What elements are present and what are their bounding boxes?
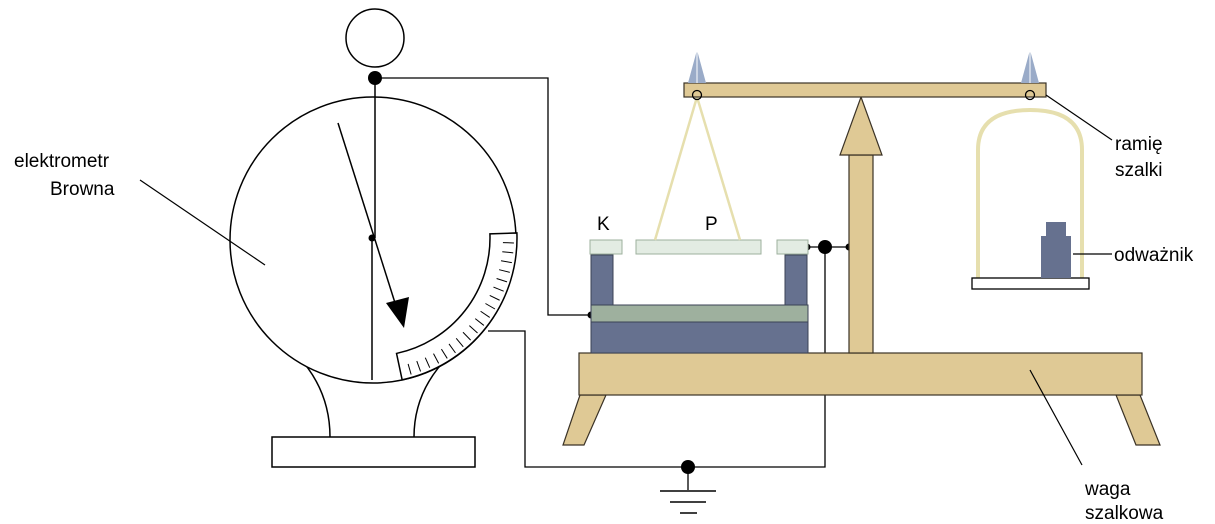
scale-tick — [448, 343, 456, 354]
electrometer-top-ball — [345, 8, 405, 68]
scale-tick — [469, 325, 478, 334]
label-beam-1: ramię — [1115, 134, 1163, 155]
needle-pivot — [368, 234, 376, 242]
scale-tick — [433, 353, 440, 364]
electrometer — [229, 8, 518, 468]
scale-tick — [407, 363, 412, 375]
weight — [1041, 222, 1071, 278]
electrometer-needle — [337, 122, 397, 307]
label-plate-p: P — [705, 214, 718, 235]
label-electrometer-2: Browna — [50, 179, 115, 200]
weight-pan — [971, 277, 1090, 290]
capacitor-assembly — [589, 239, 809, 354]
scale-tick — [498, 269, 510, 273]
scale-tick — [474, 318, 485, 326]
scale-tick — [493, 286, 504, 292]
beam-pointers — [688, 50, 1039, 83]
guard-ring-left — [589, 239, 623, 255]
scale-tick — [440, 348, 448, 359]
label-plate-k: K — [597, 214, 610, 235]
scale-tick — [455, 338, 464, 348]
scale-tick — [480, 310, 491, 318]
label-weight: odważnik — [1114, 245, 1194, 266]
scale-tick — [424, 357, 431, 368]
scale-tick — [489, 294, 500, 301]
scale-tick — [500, 260, 512, 264]
left-pillar — [590, 254, 614, 306]
electrometer-scale — [395, 232, 518, 381]
balance-post — [839, 95, 883, 354]
wire-node — [818, 240, 832, 254]
table-leg-left — [562, 394, 607, 446]
scale-tick — [502, 251, 514, 254]
label-balance-2: szalkowa — [1085, 503, 1164, 524]
ground-symbol — [660, 490, 716, 514]
scale-ticks — [407, 242, 514, 375]
scale-tick — [416, 360, 422, 372]
table-top — [578, 352, 1143, 396]
pan-hanger — [976, 107, 1084, 280]
guard-ring-right — [776, 239, 809, 255]
pan-strings — [653, 96, 742, 241]
ground-junction-dot — [681, 460, 695, 474]
leader-lines — [139, 94, 1113, 466]
post-arrowhead — [839, 95, 883, 156]
scale-tick — [485, 303, 496, 310]
bottom-plate — [590, 304, 809, 323]
needle-arrowhead — [386, 297, 409, 328]
post — [848, 154, 874, 354]
wire-electrometer-to-plate — [375, 77, 591, 316]
electrometer-base — [271, 436, 476, 468]
balance-table — [562, 352, 1161, 446]
label-balance-1: waga — [1084, 479, 1131, 500]
scale-tick — [496, 278, 508, 283]
table-leg-right — [1115, 394, 1161, 446]
upper-plate — [635, 239, 762, 255]
label-electrometer-1: elektrometr — [14, 151, 110, 172]
right-pillar — [784, 254, 808, 306]
bottom-block — [590, 321, 809, 354]
hook-left — [691, 89, 703, 101]
hook-right — [1024, 89, 1036, 101]
balance-beam — [683, 82, 1047, 98]
scale-tick — [462, 331, 472, 341]
label-beam-2: szalki — [1115, 160, 1163, 181]
